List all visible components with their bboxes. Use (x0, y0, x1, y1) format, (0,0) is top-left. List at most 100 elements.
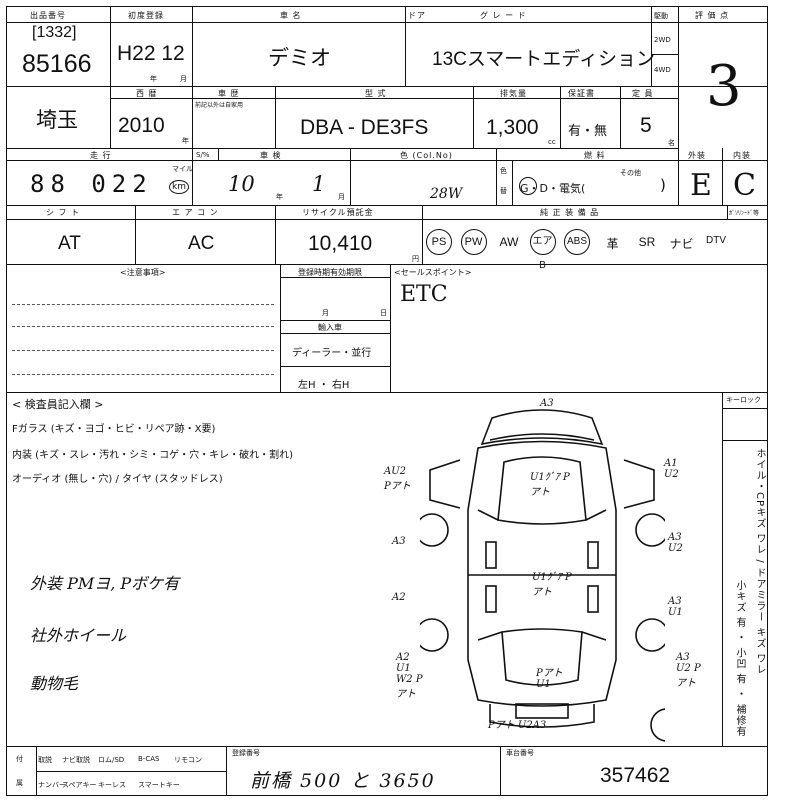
history-note: 前記以外は自家用 (195, 102, 244, 109)
reg-day-unit: 日 (380, 309, 387, 317)
drive-4wd: 4WD (654, 66, 671, 74)
interior-label: 内装 (733, 151, 751, 160)
inspector-note-1: 外装 PMヨ, Pボケ有 (30, 574, 180, 593)
mark-left-front-door: A3 (392, 536, 406, 547)
shift: AT (58, 233, 81, 254)
fuel-other: その他 (620, 169, 641, 177)
car-body-diagram (420, 409, 665, 742)
footer-top-line (6, 746, 768, 747)
recycle-unit: 円 (412, 255, 419, 263)
caution-line-1 (12, 304, 274, 305)
divider (280, 264, 281, 392)
divider (110, 86, 111, 148)
equipment-item: DTV (706, 235, 726, 246)
divider (192, 6, 193, 86)
s-label: S/% (196, 151, 210, 159)
inspector-note-2: 社外ホイール (30, 626, 127, 645)
divider (192, 148, 193, 205)
inspection-label: 車 検 (260, 151, 282, 160)
row4-bottom-line (6, 264, 768, 265)
divider (275, 86, 276, 148)
fuel-label: 燃 料 (584, 151, 606, 160)
car-name: デミオ (268, 47, 331, 70)
seats-unit: 名 (668, 139, 675, 147)
recycle-label: リサイクル預託金 (302, 208, 374, 217)
inspector-line-2: 内装 (キズ・スレ・汚れ・シミ・コゲ・穴・キレ・破れ・割れ) (12, 450, 293, 461)
equipment-item: AW (499, 235, 519, 249)
chassis-no: 357462 (600, 764, 671, 787)
first-reg-label: 初度登録 (128, 11, 164, 20)
reg-header-line (280, 277, 390, 278)
inspection-year: 10 (228, 172, 255, 196)
equipment-item: ナビ (669, 237, 694, 251)
caution-label: <注意事項> (120, 268, 166, 277)
sales-point: ETC (400, 282, 448, 307)
inspector-title: < 検査員記入欄 > (12, 398, 104, 411)
footer-mid-line (36, 771, 226, 772)
equipment-item: エアB (529, 229, 556, 271)
model-code-label: 型 式 (365, 89, 387, 98)
warranty-value: 有・無 (568, 124, 608, 139)
divider (350, 148, 351, 205)
right-panel-divider (722, 392, 723, 746)
caution-line-4 (12, 374, 274, 375)
grade: 13Cスマートエディション (432, 49, 655, 70)
inspector-line-1: Fガラス (キズ・ヨゴ・ヒビ・リペア跡・X要) (12, 424, 216, 435)
first-reg-month-unit: 月 (180, 75, 187, 83)
reg-line (280, 320, 390, 321)
row2-bottom-line (6, 148, 678, 149)
color-label: 色 (Col.No) (400, 151, 453, 160)
row2-header-line (110, 98, 678, 99)
cc-unit: cc (548, 138, 556, 146)
year-label: 西 暦 (136, 89, 158, 98)
mark-trunk: Pアト U1 (536, 668, 563, 690)
row3-header-line (6, 160, 768, 161)
equipment-item: SR (638, 235, 656, 249)
dealer-label: ディーラー・並行 (292, 348, 372, 359)
mileage-label: 走 行 (90, 151, 112, 160)
mark-front-top: A3 (540, 398, 554, 409)
divider (422, 205, 423, 264)
keylock-line (722, 408, 768, 409)
import-line (280, 333, 390, 334)
mark-left-rear-door: A2 (392, 592, 406, 603)
grade-label: グ レ ー ド (480, 11, 527, 20)
inspection-month-unit: 月 (338, 193, 345, 201)
equipment-extra-label: ｶﾞｿﾘﾝｰﾄﾞ等 (729, 210, 760, 217)
row1-bottom-line (6, 86, 768, 87)
shift-label: シ フ ト (46, 208, 81, 217)
mark-right-rear-door: A3 U1 (668, 596, 683, 618)
row1-header-line (6, 22, 768, 23)
equipment-item: 革 (606, 237, 619, 251)
divider (678, 148, 679, 205)
equipment-label: 純 正 装 備 品 (540, 208, 600, 217)
color-side-1: 色 (500, 167, 507, 175)
divider (620, 86, 621, 148)
mark-right-front-door: A3 U2 (668, 532, 683, 554)
drive-divider (651, 54, 678, 55)
right-vertical-text-2: 小キズ 有 ・ 小凹 有 ・ 補修有 (734, 580, 745, 738)
notes-bottom-line (6, 392, 768, 393)
ac: AC (188, 233, 215, 254)
accessory-label: B-CAS (138, 755, 160, 763)
import-label: 輸入車 (318, 323, 342, 332)
divider (405, 6, 406, 86)
divider (192, 86, 193, 148)
interior-grade: C (733, 168, 756, 203)
mileage: 88 022 (30, 170, 153, 198)
accessory-label: ナビ取説 (62, 756, 90, 764)
keylock-line-2 (722, 440, 768, 441)
reg-month-unit: 月 (322, 309, 329, 317)
recycle-fee: 10,410 (308, 232, 373, 255)
mileage-unit: km (169, 180, 189, 194)
reg-no-label: 登録番号 (232, 749, 260, 757)
handle-line (280, 366, 390, 367)
fuel-close: ) (660, 176, 666, 194)
lot-code: [1332] (32, 24, 77, 41)
mark-right-rear: A3 U2 Pアト (676, 652, 701, 689)
divider (727, 205, 728, 219)
first-reg-value: H22 12 (117, 42, 185, 65)
keylock-label: キーロック (726, 396, 761, 404)
first-reg-year-unit: 年 (150, 75, 157, 83)
ac-label: エ ア コ ン (172, 208, 219, 217)
